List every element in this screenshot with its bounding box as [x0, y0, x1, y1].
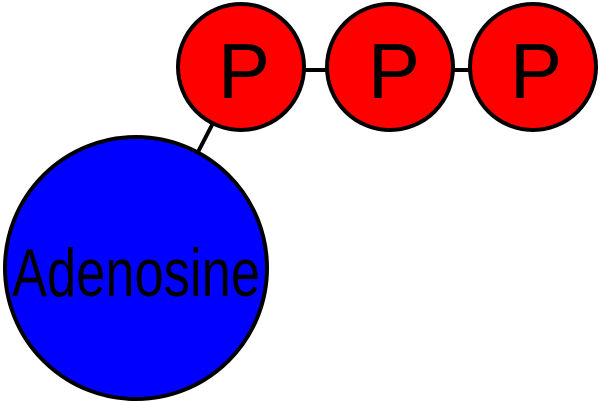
phosphate-circle-3 — [468, 2, 598, 132]
phosphate-circle-2 — [325, 2, 455, 132]
adenosine-circle — [3, 135, 269, 401]
phosphate-label-2: P — [368, 27, 420, 115]
bond-adenosine-phosphate — [196, 124, 214, 153]
phosphate-circle-1 — [176, 2, 306, 132]
phosphate-label-3: P — [510, 27, 562, 115]
phosphate-label-1: P — [218, 27, 270, 115]
adenosine-label: Adenosine — [12, 235, 260, 311]
